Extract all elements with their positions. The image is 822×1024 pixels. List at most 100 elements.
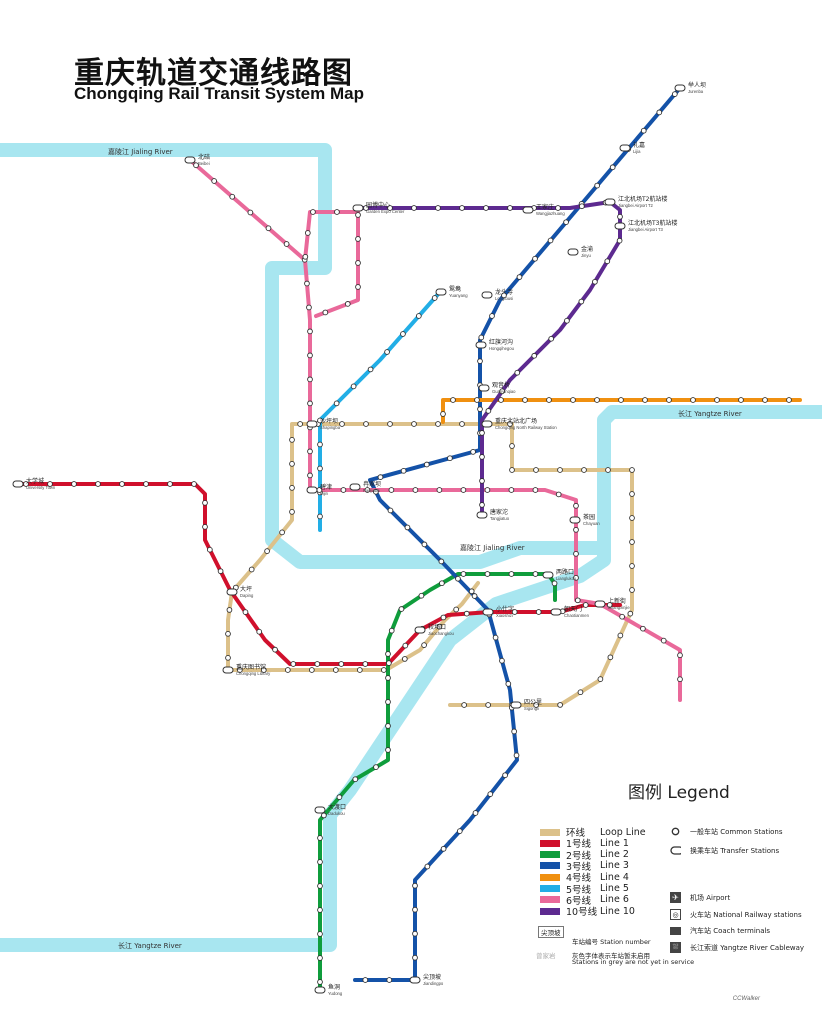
station-marker: [485, 408, 492, 414]
station-name-cn: 两路口: [556, 568, 574, 576]
station-marker: [629, 539, 635, 545]
station-marker: [385, 747, 391, 753]
station-name-en: Jiangbei Airport T3: [628, 227, 664, 232]
station-marker: [489, 313, 495, 319]
station-marker: [629, 563, 635, 569]
legend-swatch: [540, 907, 560, 915]
station-marker: [423, 461, 430, 468]
station-marker: [191, 481, 197, 487]
station-marker: [143, 481, 149, 487]
station-name-en: Jiangbei Airport T2: [618, 203, 654, 208]
station-marker: [477, 358, 483, 365]
station-marker: [412, 882, 418, 889]
station-name-en: Sigongli: [524, 706, 539, 711]
transfer-marker: [349, 483, 361, 491]
station-marker: [226, 607, 233, 613]
station-marker: [290, 661, 297, 667]
station-marker: [167, 481, 173, 487]
legend-line-cn: 5号线: [566, 884, 592, 896]
station-marker: [436, 487, 443, 493]
legend-line-en: Loop Line: [600, 826, 646, 838]
station-marker: [289, 509, 295, 515]
station-marker: [307, 352, 313, 359]
station-marker: [531, 352, 538, 359]
station-marker: [459, 205, 465, 211]
station-marker: [522, 397, 528, 403]
station-marker: [373, 488, 379, 495]
station-name-cn: 四公里: [524, 699, 542, 706]
station-name-en: Jinyu: [581, 253, 591, 258]
station-marker: [310, 209, 316, 215]
station-name-cn: 重庆北站北广场: [495, 417, 537, 425]
station-marker: [677, 652, 683, 659]
station-marker: [344, 301, 351, 307]
station-name-en: Chongqing Library: [236, 671, 271, 676]
legend-swatch: [540, 873, 560, 881]
station-marker: [421, 642, 427, 648]
station-marker: [264, 548, 270, 554]
station-marker: [334, 209, 340, 215]
station-marker: [484, 487, 491, 493]
station-name-cn: 尖顶坡: [423, 973, 441, 981]
transfer-marker: [522, 206, 534, 214]
station-name-en: Guanyinqiao: [492, 389, 516, 394]
station-marker: [511, 609, 518, 615]
transfer-marker: [482, 608, 494, 616]
legend-swatch: [540, 885, 560, 892]
station-name-en: Hongqihegou: [489, 346, 515, 351]
station-marker: [400, 467, 407, 474]
station-name-cn: 大渡口: [328, 803, 346, 811]
legend-airport: ✈ 机场 Airport: [670, 892, 730, 903]
station-marker: [555, 491, 562, 498]
station-marker: [570, 397, 576, 403]
station-marker: [606, 602, 613, 608]
station-marker: [738, 397, 744, 403]
river-label: 长江 Yangtze River: [118, 941, 182, 950]
legend-grey-note-cn: 灰色字体表示车站暂未启用: [572, 952, 650, 960]
cableway-icon: ⛆: [670, 942, 681, 953]
legend-swatch: [540, 896, 560, 904]
station-marker: [23, 481, 29, 487]
station-marker: [548, 335, 555, 342]
station-name-en: Xiaoshizi: [496, 613, 513, 618]
station-name-cn: 重庆图书馆: [236, 663, 266, 671]
station-marker: [421, 541, 428, 548]
station-marker: [563, 219, 569, 226]
station-marker: [605, 467, 611, 473]
station-marker: [202, 524, 208, 530]
station-marker: [511, 728, 517, 735]
station-marker: [284, 667, 291, 673]
station-marker: [424, 863, 431, 870]
station-marker: [516, 274, 523, 280]
station-marker: [412, 954, 418, 961]
transfer-marker: [594, 600, 606, 608]
labels: 举人坝Jurenba礼嘉Lijia金渝Jinyu龙头寺Longtousi红旗河沟…: [26, 81, 742, 996]
station-name-cn: 红旗河沟: [489, 338, 513, 346]
station-name-en: Yuanyang: [449, 293, 468, 298]
station-marker: [460, 571, 467, 577]
station-name-cn: 鱼洞: [328, 983, 340, 991]
station-marker: [355, 260, 361, 266]
transfer-marker: [567, 248, 579, 256]
station-name-en: Ranjiaba: [363, 488, 380, 493]
transfer-marker: [674, 84, 686, 92]
station-name-en: Lianglukou: [556, 576, 577, 581]
legend-swatch: [540, 851, 560, 859]
transfer-marker: [478, 384, 490, 392]
transfer-marker: [481, 420, 493, 428]
station-marker: [440, 845, 447, 852]
legend-grey-note-en: Stations in grey are not yet in service: [572, 958, 695, 966]
station-marker: [690, 397, 696, 403]
station-marker: [317, 979, 323, 985]
legend-line-cn: 3号线: [566, 861, 592, 873]
transfer-marker: [226, 588, 238, 596]
station-marker: [492, 634, 499, 641]
station-marker: [460, 487, 467, 493]
station-marker: [400, 331, 406, 337]
station-marker: [401, 656, 408, 662]
transfer-marker: [414, 626, 426, 634]
station-marker: [352, 776, 359, 783]
station-marker: [438, 558, 445, 565]
station-name-en: Shapingba: [320, 425, 341, 430]
